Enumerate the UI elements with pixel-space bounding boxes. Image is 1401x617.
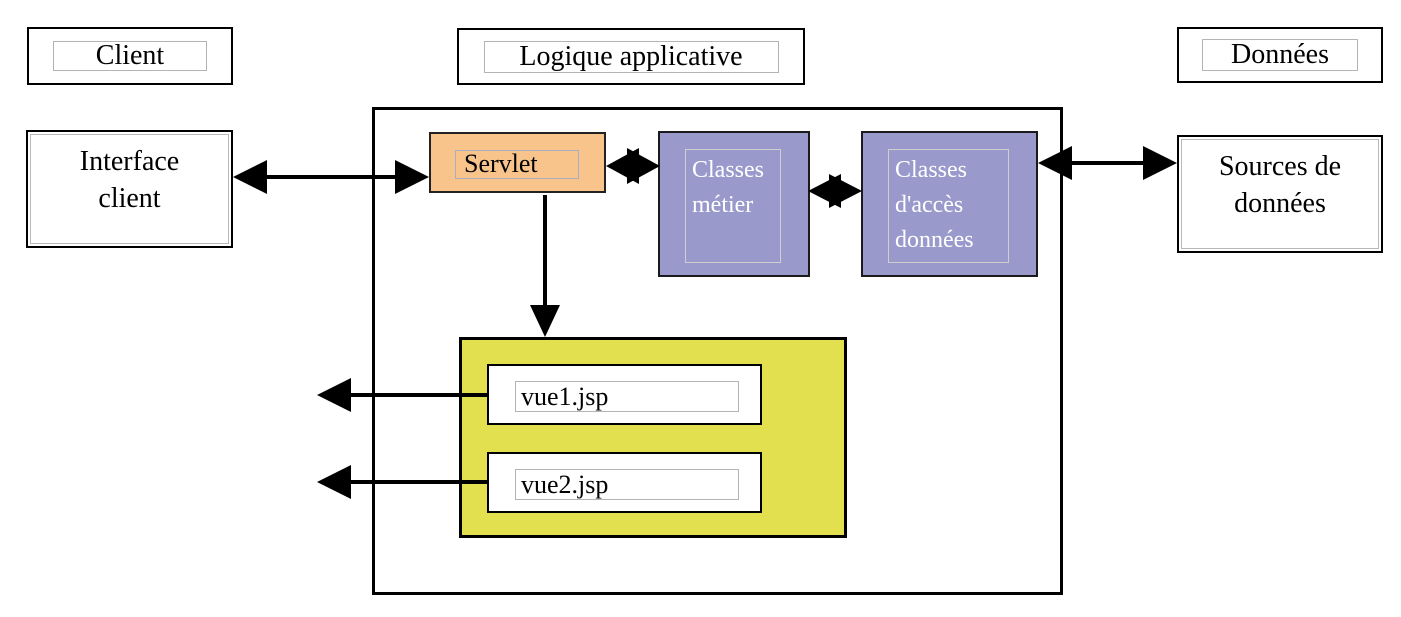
vue2-box: vue2.jsp <box>487 452 762 513</box>
vue1-label: vue1.jsp <box>515 381 739 412</box>
interface-client-inner: Interface client <box>30 134 229 244</box>
sources-donnees-box: Sources de données <box>1177 135 1383 253</box>
servlet-label: Servlet <box>455 150 579 179</box>
tier-logic-label: Logique applicative <box>483 40 779 73</box>
classes-acces-box: Classes d'accès données <box>861 131 1038 277</box>
servlet-box: Servlet <box>429 132 606 193</box>
tier-data-header: Données <box>1177 27 1383 83</box>
interface-client-box: Interface client <box>26 130 233 248</box>
tier-client-label: Client <box>53 40 207 71</box>
interface-client-label: Interface client <box>79 146 180 214</box>
tier-client-header: Client <box>27 27 233 85</box>
tier-logic-header: Logique applicative <box>457 28 805 85</box>
vue1-box: vue1.jsp <box>487 364 762 425</box>
classes-metier-label: Classes métier <box>685 149 781 263</box>
sources-donnees-label: Sources de données <box>1218 151 1342 219</box>
tier-data-label: Données <box>1202 39 1358 71</box>
sources-donnees-inner: Sources de données <box>1181 139 1379 249</box>
classes-acces-label: Classes d'accès données <box>888 149 1009 263</box>
classes-metier-box: Classes métier <box>658 131 810 277</box>
vue2-label: vue2.jsp <box>515 469 739 500</box>
